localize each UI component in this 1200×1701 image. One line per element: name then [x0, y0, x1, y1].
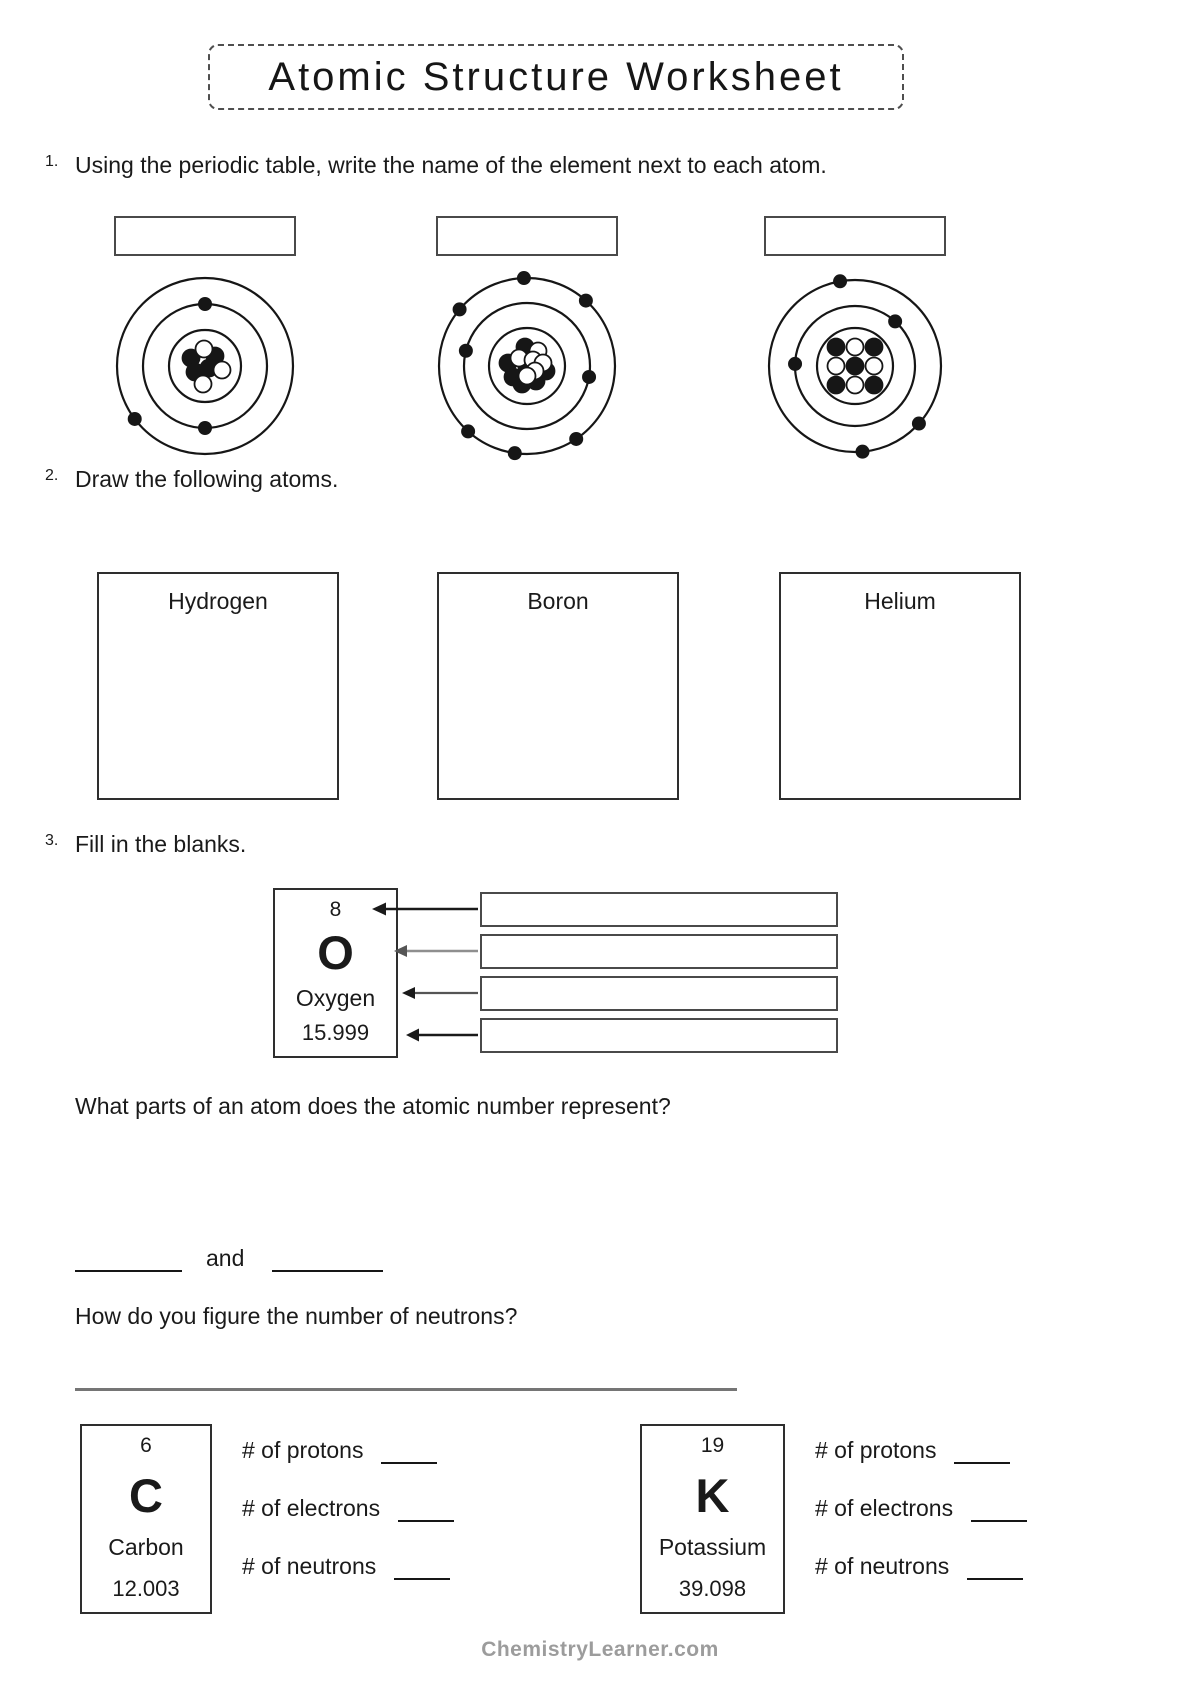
oxygen-name: Oxygen [295, 984, 376, 1011]
atom-figure-1 [105, 216, 305, 464]
question-2-text: Draw the following atoms. [75, 466, 339, 492]
neutrons-question: How do you figure the number of neutrons… [75, 1303, 518, 1329]
answer-line[interactable] [75, 1388, 737, 1391]
question-1: 1. Using the periodic table, write the n… [45, 152, 827, 179]
answer-blanks-row: and [75, 1238, 384, 1272]
potassium-count-fields: # of protons # of electrons # of neutron… [815, 1424, 1028, 1614]
carbon-count-fields: # of protons # of electrons # of neutron… [242, 1424, 455, 1614]
fill-blank-box-mass[interactable] [480, 1018, 838, 1053]
potassium-electrons-row: # of electrons [815, 1488, 1028, 1522]
question-2: 2. Draw the following atoms. [45, 466, 338, 493]
element-name-answer-box-2[interactable] [436, 216, 618, 256]
potassium-name: Potassium [658, 1534, 767, 1560]
carbon-name: Carbon [108, 1534, 184, 1560]
draw-box-boron[interactable]: Boron [437, 572, 679, 800]
carbon-protons-blank[interactable] [381, 1436, 438, 1464]
oxygen-atomic-mass: 15.999 [301, 1019, 370, 1045]
fill-in-blanks-diagram: 8 O Oxygen 15.999 [273, 888, 843, 1060]
carbon-neutrons-blank[interactable] [394, 1552, 451, 1580]
carbon-element-tile: 6 C Carbon 12.003 [80, 1424, 212, 1614]
element-name-answer-box-3[interactable] [764, 216, 946, 256]
carbon-count-group: 6 C Carbon 12.003 # of protons # of elec… [80, 1424, 455, 1614]
draw-box-label-hydrogen: Hydrogen [168, 588, 268, 614]
carbon-protons-row: # of protons [242, 1430, 454, 1464]
protons-label: # of protons [242, 1437, 364, 1463]
worksheet-title-box: Atomic Structure Worksheet [208, 44, 904, 110]
fill-blank-box-name[interactable] [480, 976, 838, 1011]
page-title: Atomic Structure Worksheet [268, 54, 844, 99]
carbon-electrons-row: # of electrons [242, 1488, 455, 1522]
question-3: 3. Fill in the blanks. [45, 831, 246, 858]
fill-blank-box-symbol[interactable] [480, 934, 838, 969]
potassium-neutrons-blank[interactable] [967, 1552, 1024, 1580]
potassium-electrons-blank[interactable] [971, 1494, 1028, 1522]
atomic-number-question: What parts of an atom does the atomic nu… [75, 1093, 671, 1119]
protons-label: # of protons [815, 1437, 937, 1463]
question-1-number: 1. [45, 153, 59, 170]
potassium-atomic-mass: 39.098 [678, 1576, 747, 1601]
potassium-count-group: 19 K Potassium 39.098 # of protons # of … [640, 1424, 1028, 1614]
bohr-model-diagram-3 [767, 274, 943, 459]
draw-box-helium[interactable]: Helium [779, 572, 1021, 800]
question-1-text: Using the periodic table, write the name… [75, 152, 827, 178]
arrow-to-symbol [394, 945, 478, 957]
carbon-atomic-number: 6 [140, 1434, 152, 1457]
question-2-number: 2. [45, 467, 59, 484]
neutrons-label: # of neutrons [242, 1553, 377, 1579]
atom-figure-3 [755, 216, 955, 464]
oxygen-symbol: O [317, 926, 354, 980]
question-3-number: 3. [45, 832, 59, 849]
bohr-model-diagram-2 [437, 271, 617, 461]
potassium-symbol: K [695, 1469, 730, 1522]
potassium-protons-blank[interactable] [954, 1436, 1011, 1464]
electrons-label: # of electrons [815, 1495, 954, 1521]
electrons-label: # of electrons [242, 1495, 381, 1521]
arrow-to-mass [406, 1028, 478, 1042]
oxygen-atomic-number: 8 [329, 898, 342, 921]
neutrons-label: # of neutrons [815, 1553, 950, 1579]
answer-blank-1[interactable] [75, 1240, 182, 1272]
draw-box-label-helium: Helium [864, 588, 936, 614]
site-watermark: ChemistryLearner.com [481, 1638, 719, 1661]
carbon-atomic-mass: 12.003 [112, 1576, 180, 1601]
potassium-atomic-number: 19 [700, 1434, 725, 1457]
carbon-symbol: C [129, 1469, 163, 1522]
potassium-neutrons-row: # of neutrons [815, 1546, 1027, 1580]
and-label: and [206, 1245, 245, 1271]
atom-figure-2 [427, 216, 627, 464]
carbon-neutrons-row: # of neutrons [242, 1546, 454, 1580]
oxygen-element-tile: 8 O Oxygen 15.999 [273, 888, 398, 1058]
arrow-to-name [402, 987, 478, 999]
draw-box-hydrogen[interactable]: Hydrogen [97, 572, 339, 800]
potassium-element-tile: 19 K Potassium 39.098 [640, 1424, 785, 1614]
potassium-protons-row: # of protons [815, 1430, 1027, 1464]
answer-blank-2[interactable] [272, 1240, 384, 1272]
element-name-answer-box-1[interactable] [114, 216, 296, 256]
bohr-model-diagram-1 [115, 276, 295, 456]
question-3-text: Fill in the blanks. [75, 831, 247, 857]
fill-blank-box-atomic-number[interactable] [480, 892, 838, 927]
draw-box-label-boron: Boron [527, 588, 589, 614]
carbon-electrons-blank[interactable] [398, 1494, 455, 1522]
